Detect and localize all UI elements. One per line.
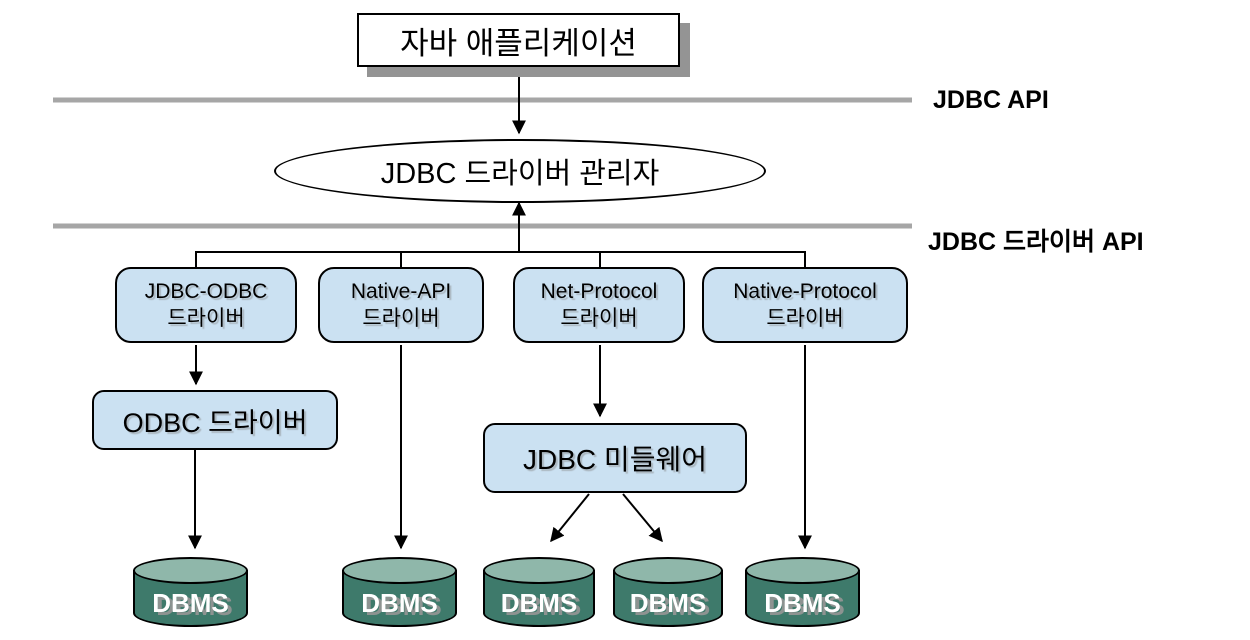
jdbc-driver-api-label: JDBC 드라이버 API xyxy=(928,228,1144,256)
jdbc-middleware-label: JDBC 미들웨어 xyxy=(523,444,707,475)
dbms-label: DBMS xyxy=(764,588,841,618)
jdbc-middleware-box: JDBC 미들웨어 xyxy=(483,423,747,493)
dbms-cylinder-3: DBMS xyxy=(483,557,595,627)
driver-native-protocol-line2: 드라이버 xyxy=(766,307,844,330)
driver-box-native-protocol: Native-Protocol 드라이버 xyxy=(702,267,908,343)
dbms-label: DBMS xyxy=(500,588,578,618)
dbms-cylinder-4: DBMS xyxy=(613,557,723,627)
database-cylinder-top xyxy=(342,557,457,584)
driver-box-net-protocol: Net-Protocol 드라이버 xyxy=(513,267,685,343)
dbms-cylinder-1: DBMS xyxy=(133,557,248,627)
database-cylinder-top xyxy=(483,557,595,584)
driver-net-protocol-line1: Net-Protocol xyxy=(540,279,658,303)
dbms-label: DBMS xyxy=(629,588,707,618)
database-cylinder-top xyxy=(613,557,723,584)
driver-jdbc-odbc-line2: 드라이버 xyxy=(167,307,245,330)
odbc-driver-box: ODBC 드라이버 xyxy=(92,390,338,450)
java-application-label: 자바 애플리케이션 xyxy=(400,25,637,61)
jdbc-driver-manager-ellipse: JDBC 드라이버 관리자 xyxy=(274,139,766,203)
dbms-label: DBMS xyxy=(152,588,229,618)
database-cylinder-top xyxy=(133,557,248,584)
driver-net-protocol-line2: 드라이버 xyxy=(560,307,638,330)
driver-native-api-line2: 드라이버 xyxy=(362,307,440,330)
odbc-driver-label: ODBC 드라이버 xyxy=(122,407,308,438)
driver-bus xyxy=(195,251,806,267)
driver-box-native-api: Native-API 드라이버 xyxy=(318,267,484,343)
driver-native-api-line1: Native-API xyxy=(350,279,452,303)
jdbc-driver-manager-label: JDBC 드라이버 관리자 xyxy=(380,158,660,190)
jdbc-api-label: JDBC API xyxy=(933,86,1049,114)
driver-box-jdbc-odbc: JDBC-ODBC 드라이버 xyxy=(115,267,297,343)
driver-native-protocol-line1: Native-Protocol xyxy=(733,279,877,303)
arrow-middleware-to-dbms4 xyxy=(622,493,663,543)
dbms-cylinder-2: DBMS xyxy=(342,557,457,627)
dbms-label: DBMS xyxy=(361,588,438,618)
dbms-cylinder-5: DBMS xyxy=(745,557,860,627)
database-cylinder-top xyxy=(745,557,860,584)
arrow-middleware-to-dbms3 xyxy=(550,493,590,543)
java-application-box: 자바 애플리케이션 xyxy=(357,13,680,67)
driver-jdbc-odbc-line1: JDBC-ODBC xyxy=(144,279,268,303)
